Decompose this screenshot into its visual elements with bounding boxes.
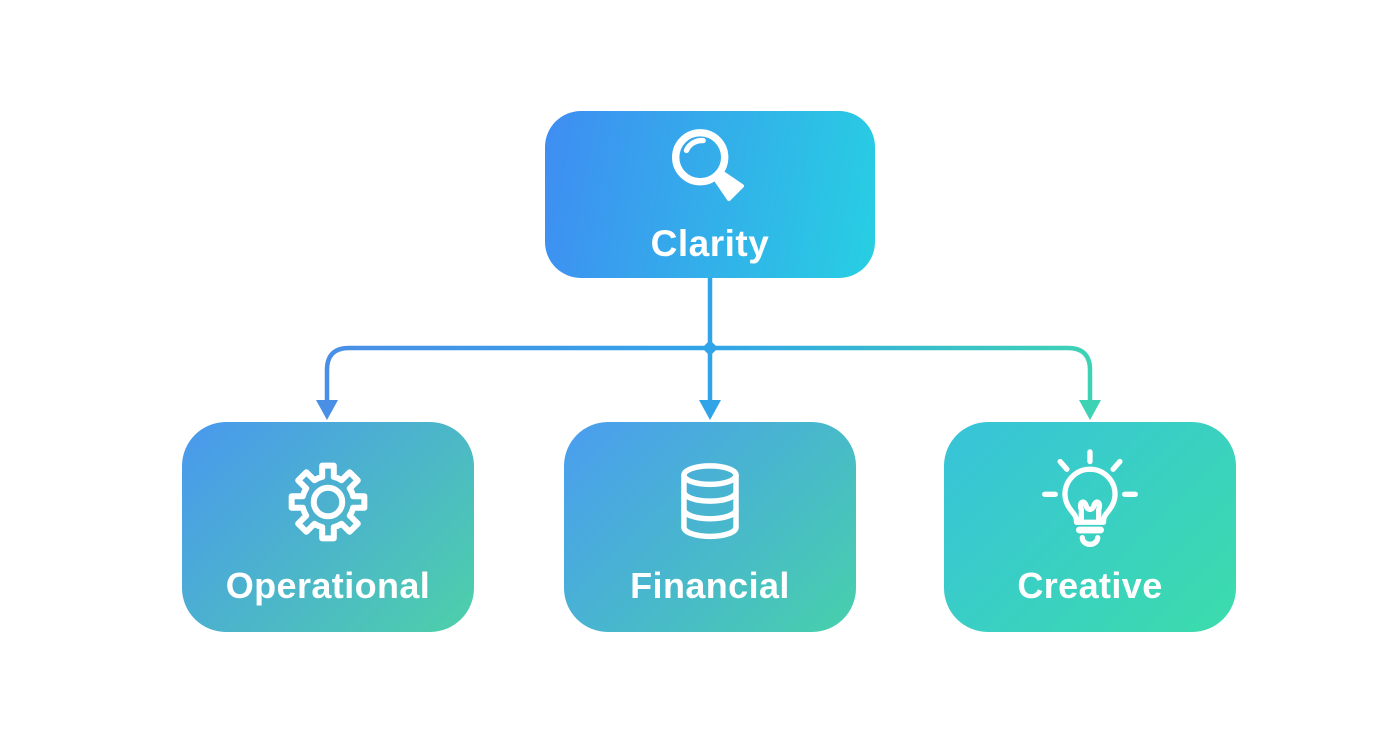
junction-dot [702,340,718,356]
node-operational: Operational [182,422,474,632]
arrowhead-left-icon [316,400,338,420]
lightbulb-icon [1037,449,1143,554]
coins-icon [668,450,752,554]
arrowhead-mid-icon [699,400,721,420]
node-label: Clarity [650,223,770,264]
node-clarity: Clarity [545,111,875,278]
node-label: Operational [225,565,431,606]
node-label: Creative [1017,565,1163,606]
node-label: Financial [630,565,790,606]
node-creative: Creative [944,422,1236,632]
gear-icon [282,450,374,554]
magnifier-icon [661,123,759,217]
connector-left-branch [324,345,713,403]
connector-right-branch [707,345,1093,403]
arrowhead-right-icon [1079,400,1101,420]
node-financial: Financial [564,422,856,632]
